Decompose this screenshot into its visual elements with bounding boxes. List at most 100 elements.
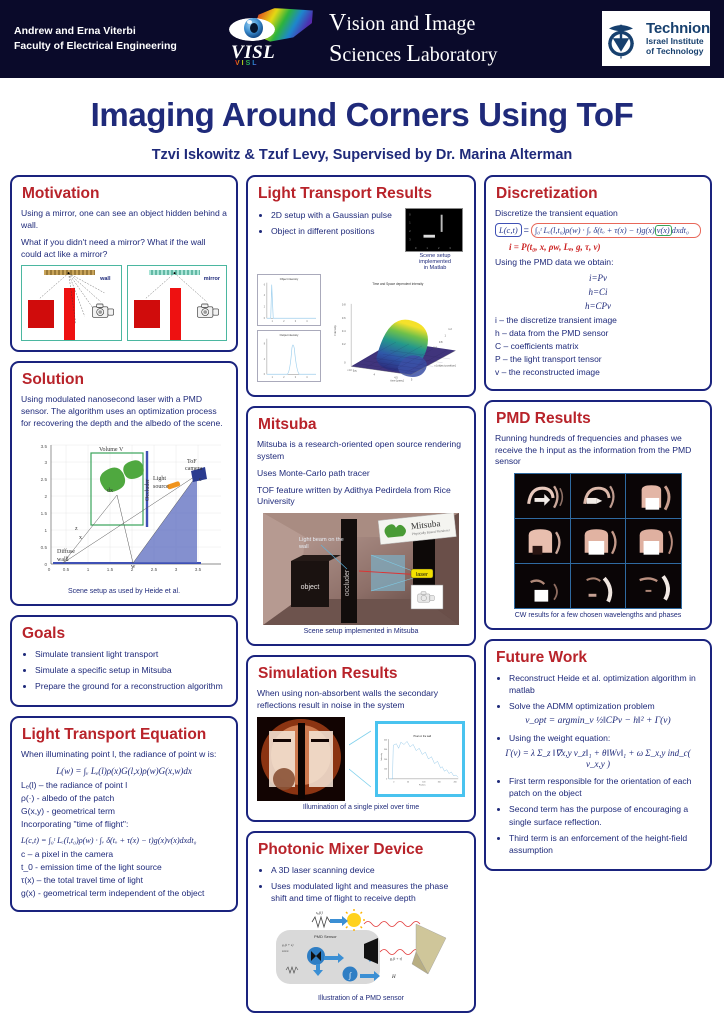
disc-intro: Discretize the transient equation xyxy=(495,208,618,218)
sim-rendered-frame xyxy=(257,717,345,802)
disc-eq-hcpv: h=CPv xyxy=(584,300,612,311)
svg-text:s₀(t): s₀(t) xyxy=(316,910,323,915)
svg-text:4.5: 4.5 xyxy=(394,376,398,380)
svg-text:x [object position]: x [object position] xyxy=(434,363,456,367)
motivation-para-1: Using a mirror, one can see an object hi… xyxy=(21,208,227,230)
svg-text:0.8: 0.8 xyxy=(439,340,443,344)
lte-def-6: τ(x) – the total travel time of light xyxy=(21,874,143,885)
column-middle: Light Transport Results 2D setup with a … xyxy=(246,175,476,1014)
faculty-line-2: Faculty of Electrical Engineering xyxy=(14,40,177,52)
list-item: Simulate transient light transport xyxy=(35,648,227,660)
object-block xyxy=(28,300,54,329)
disc-pmd-line: Using the PMD data we obtain: xyxy=(495,256,614,267)
mitsuba-beam-label-1: Light beam on the xyxy=(299,537,344,543)
svg-text:0.5: 0.5 xyxy=(63,567,70,572)
card-motivation: Motivation Using a mirror, one can see a… xyxy=(10,175,238,353)
svg-text:2.5: 2.5 xyxy=(41,477,48,482)
svg-text:0.6: 0.6 xyxy=(342,316,346,320)
disc-def-0: i – the discretize transient image xyxy=(495,314,617,325)
svg-text:0: 0 xyxy=(344,361,346,365)
column-left: Motivation Using a mirror, one can see a… xyxy=(10,175,238,912)
svg-text:100: 100 xyxy=(384,769,387,771)
svg-text:2: 2 xyxy=(283,321,285,323)
technion-mark-icon xyxy=(608,24,634,58)
svg-text:source: source xyxy=(153,484,169,490)
svg-text:8: 8 xyxy=(264,343,266,345)
pmd-cell xyxy=(570,519,626,564)
lab-title-mage: mage xyxy=(432,13,476,36)
card-mitsuba: Mitsuba Mitsuba is a research-oriented o… xyxy=(246,406,476,647)
list-item: Uses modulated light and measures the ph… xyxy=(271,880,465,904)
svg-text:Volume V: Volume V xyxy=(99,447,124,453)
list-item: A 3D laser scanning device xyxy=(271,864,465,876)
visl-acronym: VISL xyxy=(231,42,276,63)
svg-text:0.8: 0.8 xyxy=(342,303,346,307)
column-right: Discretization Discretize the transient … xyxy=(484,175,712,871)
disc-eq-rhs-b: dxdt₀ xyxy=(671,225,689,235)
svg-text:l: l xyxy=(67,557,69,563)
occluder-block xyxy=(64,288,75,341)
list-item: 2D setup with a Gaussian pulse xyxy=(271,209,399,221)
svg-text:1: 1 xyxy=(272,377,274,379)
svg-text:0.6: 0.6 xyxy=(433,346,437,350)
lte-def-4: c – a pixel in the camera xyxy=(21,848,114,859)
svg-text:0: 0 xyxy=(393,782,394,784)
svg-text:0.4: 0.4 xyxy=(342,329,346,333)
mitsuba-beam-label-2: wall xyxy=(298,544,309,550)
svg-text:Object intensity: Object intensity xyxy=(280,277,299,281)
pmd-cell xyxy=(515,564,570,609)
motivation-fig-mirror: mirror xyxy=(126,265,227,342)
fw-list-top: Reconstruct Heide et al. optimization al… xyxy=(495,672,701,712)
svg-text:Output intensity: Output intensity xyxy=(280,333,299,337)
svg-text:2: 2 xyxy=(438,246,440,250)
motivation-heading: Motivation xyxy=(22,185,100,202)
mitsuba-para-3: TOF feature written by Adithya Pedirdela… xyxy=(257,484,451,507)
svg-text:3: 3 xyxy=(409,238,411,242)
svg-text:3: 3 xyxy=(449,246,451,250)
visl-logo: VISL VISL xyxy=(221,8,321,70)
fw-list-weight: Using the weight equation: xyxy=(495,732,701,744)
svg-text:camera: camera xyxy=(185,466,203,472)
sim-caption: Illumination of a single pixel over time xyxy=(302,804,420,812)
svg-text:400: 400 xyxy=(384,740,387,742)
svg-text:dx: dx xyxy=(107,488,113,494)
camera-icon xyxy=(91,304,114,319)
solution-caption: Scene setup as used by Heide et al. xyxy=(67,588,181,596)
technion-sub-2: of Technology xyxy=(646,45,704,56)
card-solution: Solution Using modulated nanosecond lase… xyxy=(10,361,238,607)
solution-para: Using modulated nanosecond laser with a … xyxy=(21,394,223,429)
faculty-name: Andrew and Erna Viterbi Faculty of Elect… xyxy=(14,24,219,54)
mitsuba-object-label: object xyxy=(301,584,320,591)
svg-text:Intensity: Intensity xyxy=(333,325,337,336)
svg-text:0: 0 xyxy=(409,213,411,217)
lte-heading: Light Transport Equation xyxy=(22,726,207,744)
pmd-device-diagram: PMD Sensor s₀(t) xyxy=(268,908,454,992)
fw-list-bottom: First term responsible for the orientati… xyxy=(495,775,701,855)
lte-def-1: Lₑ(l) – the radiance of point l xyxy=(21,779,128,790)
svg-text:w: w xyxy=(131,564,136,570)
svg-text:3: 3 xyxy=(295,321,297,323)
pmd-results-grid xyxy=(514,473,682,610)
svg-text:0.5: 0.5 xyxy=(41,545,48,550)
svg-text:4: 4 xyxy=(306,321,308,323)
svg-text:Light: Light xyxy=(153,476,166,482)
svg-text:1: 1 xyxy=(44,528,47,533)
disc-eq-hci: h=Ci xyxy=(588,286,608,297)
solution-scene-diagram: Volume V Occluder ToF camera Light sourc… xyxy=(41,444,221,572)
disc-eq-lhs: L(c,t) xyxy=(495,223,522,238)
ltr-thumb-caption-2: in Matlab xyxy=(423,265,447,271)
list-item: Using the weight equation: xyxy=(509,732,701,744)
svg-text:Diffuse: Diffuse xyxy=(57,548,75,555)
card-discretization: Discretization Discretize the transient … xyxy=(484,175,712,391)
pmd-cell xyxy=(515,474,570,519)
lte-intro-2: Incorporating "time of flight": xyxy=(21,818,129,829)
lab-title-l: L xyxy=(406,41,421,67)
page-header: Andrew and Erna Viterbi Faculty of Elect… xyxy=(0,0,724,78)
card-light-transport-results: Light Transport Results 2D setup with a … xyxy=(246,175,476,397)
title-block: Imaging Around Corners Using ToF Tzvi Is… xyxy=(0,78,724,163)
svg-text:2: 2 xyxy=(409,229,411,233)
mitsuba-para-2: Uses Monte-Carlo path tracer xyxy=(257,467,370,478)
